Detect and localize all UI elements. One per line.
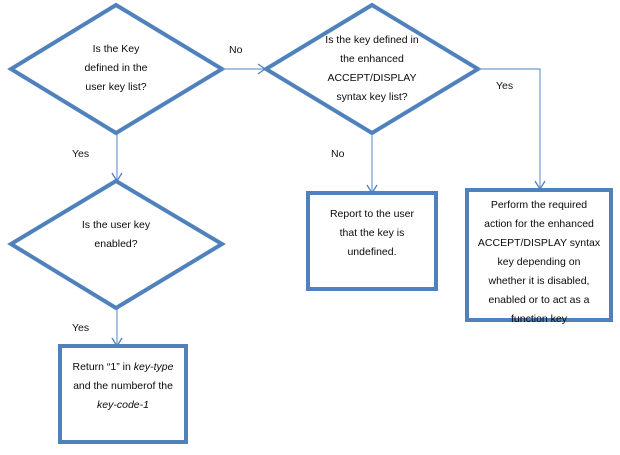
edge-label-user-key-list-no: No (229, 44, 243, 56)
connector-enhanced-syntax-yes (479, 68, 546, 191)
edge-label-enhanced-syntax-yes: Yes (496, 80, 514, 92)
process-shape-perform-action[interactable] (465, 188, 613, 322)
connector-user-key-enabled-yes (111, 309, 123, 348)
connector-user-key-list-no (223, 63, 267, 75)
decision-shape-user-key-enabled[interactable] (7, 178, 226, 311)
edge-label-user-key-enabled-yes: Yes (72, 322, 90, 334)
process-shape-return-key-type[interactable] (58, 344, 188, 444)
edge-label-enhanced-syntax-no: No (331, 148, 345, 160)
process-shape-report-undefined[interactable] (306, 191, 438, 291)
decision-shape-enhanced-syntax[interactable] (262, 2, 482, 136)
connector-user-key-list-yes (111, 134, 123, 183)
connector-enhanced-syntax-no (366, 134, 378, 195)
decision-shape-user-key-list[interactable] (7, 2, 226, 136)
edge-label-user-key-list-yes: Yes (72, 148, 90, 160)
